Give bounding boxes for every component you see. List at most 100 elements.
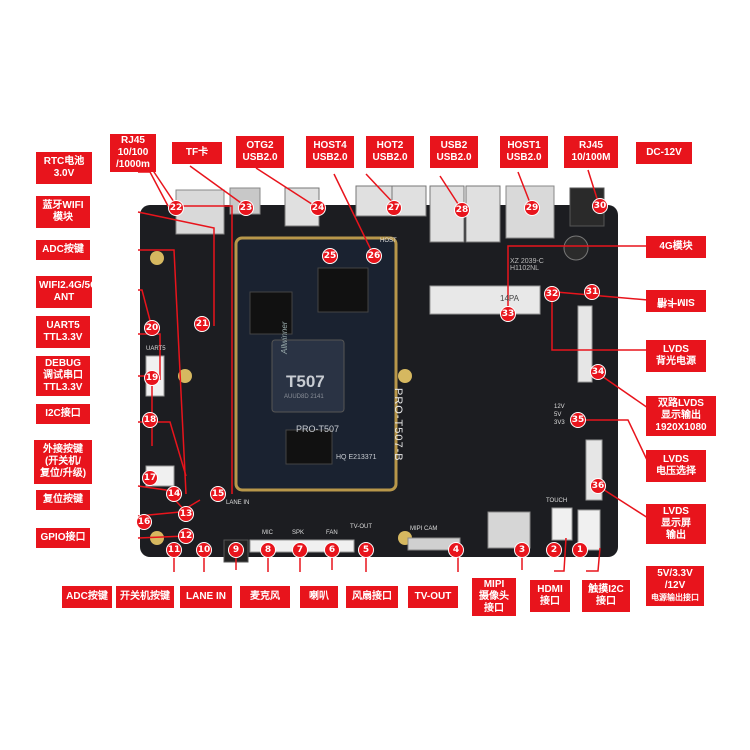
badge-18: 18	[142, 412, 158, 428]
badge-34: 34	[590, 364, 606, 380]
badge-21: 21	[194, 316, 210, 332]
badge-16: 16	[136, 514, 152, 530]
volt-12v: 12V	[554, 404, 565, 410]
badge-20: 20	[144, 320, 160, 336]
badge-12: 12	[178, 528, 194, 544]
label-adc-button-left: ADC按键	[36, 240, 90, 260]
silk-mic: MIC	[262, 530, 273, 536]
label-tv-out: TV-OUT	[408, 586, 458, 608]
mount-hole	[150, 251, 164, 265]
badge-5: 5	[358, 542, 374, 558]
badge-35: 35	[570, 412, 586, 428]
power-out-conn	[577, 509, 601, 551]
touch-conn	[551, 507, 573, 541]
badge-32: 32	[544, 286, 560, 302]
lvds-header	[577, 305, 593, 383]
cpu-chip	[271, 339, 345, 413]
label-gpio: GPIO接口	[36, 528, 90, 548]
capacitor	[563, 235, 589, 261]
badge-1: 1	[572, 542, 588, 558]
label-speaker: 喇叭	[300, 586, 338, 608]
label-dc12v: DC-12V	[636, 142, 692, 164]
badge-10: 10	[196, 542, 212, 558]
silk-lane: LANE IN	[226, 500, 250, 506]
silk-tvout: TV-OUT	[350, 524, 372, 530]
badge-2: 2	[546, 542, 562, 558]
volt-5v: 5V	[554, 412, 562, 418]
chip-brand: Allwinner	[280, 321, 289, 354]
module-hq: HQ E213371	[336, 454, 377, 461]
badge-15: 15	[210, 486, 226, 502]
badge-14: 14	[166, 486, 182, 502]
badge-9: 9	[228, 542, 244, 558]
badge-22: 22	[168, 200, 184, 216]
emmc-chip	[285, 429, 333, 465]
badge-24: 24	[310, 200, 326, 216]
host1-port	[465, 185, 501, 243]
label-adc-button-bottom: ADC按键	[62, 586, 112, 608]
badge-30: 30	[592, 198, 608, 214]
silk-uart: UART5	[146, 346, 166, 352]
badge-23: 23	[238, 200, 254, 216]
label-tf: TF卡	[172, 142, 222, 164]
mount-hole	[150, 531, 164, 545]
module-name: PRO-T507	[296, 424, 340, 434]
memory-chip-2	[317, 267, 369, 313]
badge-7: 7	[292, 542, 308, 558]
label-sim: SIM卡槽	[646, 290, 706, 312]
eth-chip-text: XZ 2039-C H1102NL	[510, 258, 544, 272]
chip-model: T507	[286, 372, 325, 391]
badge-27: 27	[386, 200, 402, 216]
badge-11: 11	[166, 542, 182, 558]
badge-4: 4	[448, 542, 464, 558]
label-4g: 4G模块	[646, 236, 706, 258]
badge-8: 8	[260, 542, 276, 558]
label-fan: 风扇接口	[346, 586, 398, 608]
silk-host: HOST	[380, 238, 397, 244]
board-name: PRO-T507-B	[392, 388, 404, 462]
label-external-buttons: 外接按键(开关机/复位/升级)	[34, 440, 92, 484]
lvds-conn-text: 14PA	[500, 294, 519, 303]
label-mic: 麦克风	[240, 586, 290, 608]
badge-13: 13	[178, 506, 194, 522]
chip-sub: AUUD8D 2141	[284, 394, 324, 400]
badge-29: 29	[524, 200, 540, 216]
badge-17: 17	[142, 470, 158, 486]
label-i2c: I2C接口	[36, 404, 90, 424]
silk-spk: SPK	[292, 530, 305, 536]
badge-28: 28	[454, 202, 470, 218]
label-lane-in: LANE IN	[180, 586, 232, 608]
label-power-button: 开关机按键	[116, 586, 174, 608]
badge-33: 33	[500, 306, 516, 322]
badge-26: 26	[366, 248, 382, 264]
mount-hole	[178, 369, 192, 383]
silk-touch: TOUCH	[546, 498, 568, 504]
rj45-left-port	[175, 189, 225, 235]
badge-6: 6	[324, 542, 340, 558]
badge-31: 31	[584, 284, 600, 300]
silk-mipi: MIPI CAM	[410, 526, 438, 532]
silk-fan: FAN	[326, 530, 338, 536]
badge-19: 19	[144, 370, 160, 386]
volt-3v3: 3V3	[554, 420, 565, 426]
